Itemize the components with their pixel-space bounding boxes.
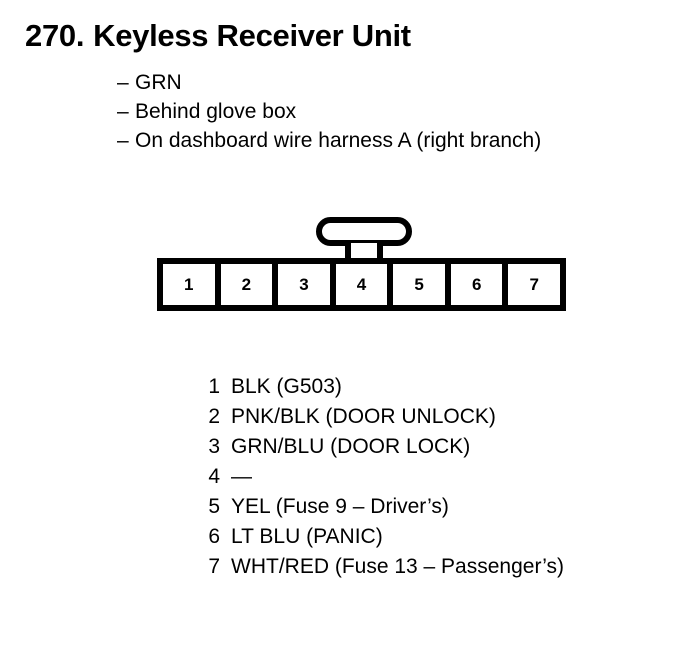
dash-icon: – [117,129,129,152]
pin-legend-number: 6 [208,525,220,548]
pin-legend-description: — [231,465,252,488]
pin-legend-number: 2 [208,405,220,428]
connector-diagram: 1 2 3 4 5 6 7 [157,215,566,311]
note-item-label: On dashboard wire harness A (right branc… [135,129,542,152]
pin-legend-description: BLK (G503) [231,375,342,398]
pin-legend-row: 6 LT BLU (PANIC) [208,522,564,552]
pin-legend-row: 7 WHT/RED (Fuse 13 – Passenger’s) [208,552,564,582]
pin-legend-row: 1 BLK (G503) [208,372,564,402]
pin-legend-row: 5 YEL (Fuse 9 – Driver’s) [208,492,564,522]
page-title: 270.Keyless Receiver Unit [25,18,411,54]
page-title-number: 270. [25,18,85,53]
note-item-label: Behind glove box [135,100,297,123]
connector-pin-cell: 4 [335,264,388,305]
pin-legend-row: 4 — [208,462,564,492]
note-item: – Behind glove box [117,97,541,126]
dash-icon: – [117,100,129,123]
connector-latch-head-icon [316,217,412,246]
pin-legend-number: 5 [208,495,220,518]
connector-pin-cell: 1 [163,264,215,305]
connector-body: 1 2 3 4 5 6 7 [157,258,566,311]
pin-legend-number: 3 [208,435,220,458]
pin-legend-list: 1 BLK (G503) 2 PNK/BLK (DOOR UNLOCK) 3 G… [208,372,564,582]
connector-pin-cell: 3 [278,264,330,305]
connector-pin-cell: 2 [220,264,273,305]
pin-legend-description: WHT/RED (Fuse 13 – Passenger’s) [231,555,564,578]
pin-legend-description: YEL (Fuse 9 – Driver’s) [231,495,449,518]
pin-legend-row: 3 GRN/BLU (DOOR LOCK) [208,432,564,462]
connector-pin-cell: 7 [508,264,561,305]
note-item: – GRN [117,68,541,97]
connector-pin-cell: 6 [450,264,503,305]
page-title-text: Keyless Receiver Unit [93,18,411,53]
pin-legend-description: LT BLU (PANIC) [231,525,383,548]
pin-legend-row: 2 PNK/BLK (DOOR UNLOCK) [208,402,564,432]
pin-legend-number: 4 [208,465,220,488]
connector-pin-cell: 5 [393,264,445,305]
dash-icon: – [117,71,129,94]
pin-legend-description: GRN/BLU (DOOR LOCK) [231,435,471,458]
note-item-label: GRN [135,71,182,94]
connector-latch-neck-icon [345,243,383,261]
pin-legend-number: 7 [208,555,220,578]
notes-list: – GRN – Behind glove box – On dashboard … [117,68,541,155]
pin-legend-number: 1 [208,375,220,398]
pin-legend-description: PNK/BLK (DOOR UNLOCK) [231,405,496,428]
note-item: – On dashboard wire harness A (right bra… [117,126,541,155]
